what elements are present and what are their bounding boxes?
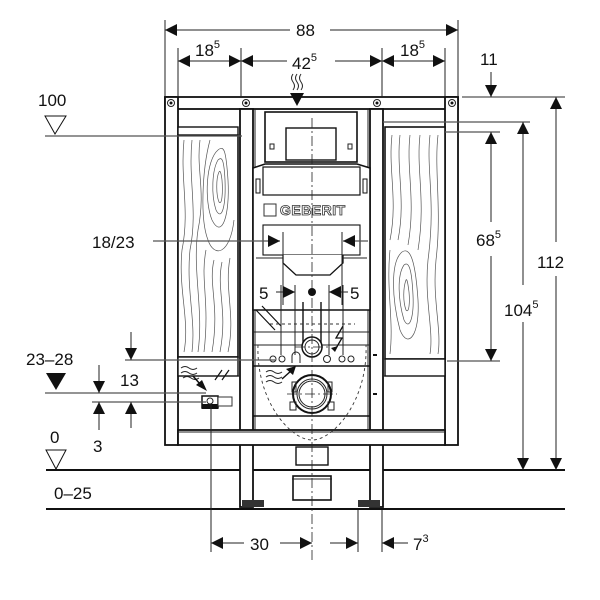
dim-inner-height: 1045 (504, 299, 539, 320)
floor-build-up-label: 0–25 (54, 484, 92, 503)
supply-offset-label: 3 (93, 437, 102, 456)
frame-left-inner-leg (239, 108, 254, 508)
dim-supply-to-axis: 30 (250, 535, 269, 554)
frame-bottom-bar (177, 429, 446, 446)
electrical-icon (331, 325, 344, 352)
geberit-logo-square (263, 203, 277, 217)
top-dimensions: 88 185 425 185 (164, 20, 459, 97)
dim-cistern-height: 685 (476, 229, 501, 250)
waste-heat-icon (265, 366, 296, 384)
right-foot (358, 500, 380, 507)
right-bolt-dim: 5 (350, 284, 359, 303)
left-bolt-dim: 5 (259, 284, 268, 303)
bottom-dimensions: 30 73 (210, 404, 429, 554)
dim-overall-height: 112 (537, 253, 564, 272)
left-dimensions: 100 18/23 23–28 13 3 0 0–25 (26, 91, 368, 503)
level-floor-marker-icon (45, 449, 67, 471)
supply-flow-icon (180, 366, 230, 391)
frame-right-outer-leg (444, 96, 459, 446)
level-marker-icon (44, 115, 67, 135)
dim-left-side: 185 (195, 39, 220, 60)
level-pan-label: 23–28 (26, 350, 73, 369)
left-foot (242, 500, 264, 507)
mounting-bolts (269, 351, 355, 363)
frame-right-inner-leg (369, 108, 384, 508)
frame-top-bar (164, 96, 459, 110)
dim-right-side: 185 (400, 39, 425, 60)
axis-marker (308, 288, 316, 296)
brand-logo: GEBERIT (280, 202, 346, 218)
water-supply-icon (290, 73, 304, 106)
dim-top-offset: 11 (480, 50, 498, 69)
cistern-inspection-opening (285, 127, 337, 161)
dim-center-width: 425 (292, 52, 317, 73)
left-wood-panel (177, 126, 239, 358)
cistern: GEBERIT (252, 111, 371, 311)
flush-pipe-label: 18/23 (92, 233, 135, 252)
drain-offset-label: 13 (120, 371, 139, 390)
supply-valve (201, 395, 233, 409)
right-dimensions: 11 685 1045 112 (383, 50, 565, 470)
dim-foot-width: 73 (413, 533, 429, 554)
bolt-dimensions: 5 5 (259, 284, 359, 355)
level-pan-marker-icon (46, 373, 66, 390)
right-wood-panel (384, 126, 446, 360)
dim-overall-width: 88 (296, 21, 315, 40)
floor-lines (46, 469, 565, 510)
frame-bolts (167, 99, 456, 107)
level-top-label: 100 (38, 91, 66, 110)
cistern-front-panel (262, 166, 361, 196)
level-floor-label: 0 (50, 428, 59, 447)
